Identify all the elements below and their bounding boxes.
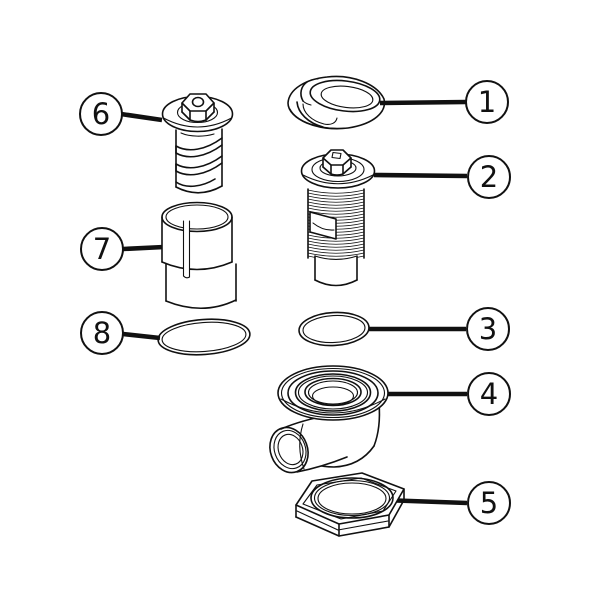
- callout-1-label: 1: [477, 84, 497, 119]
- part-5-hex-lock-nut-drawing: [295, 472, 405, 537]
- callout-8: 8: [80, 311, 124, 355]
- leader-line-6: [120, 111, 163, 123]
- part-1-dome-cap-drawing: [287, 75, 386, 130]
- callout-8-label: 8: [92, 315, 112, 350]
- leader-line-2: [373, 172, 468, 179]
- callout-6-label: 6: [91, 96, 111, 131]
- callout-4-label: 4: [479, 376, 499, 411]
- callout-7: 7: [80, 227, 124, 271]
- leader-line-8: [122, 331, 161, 341]
- callout-6: 6: [79, 92, 123, 136]
- part-8-o-ring-drawing: [157, 318, 251, 356]
- callout-3: 3: [466, 307, 510, 351]
- callout-5: 5: [467, 481, 511, 525]
- leader-line-1: [379, 99, 467, 106]
- part-7-sleeve-drawing: [161, 201, 237, 310]
- part-4-elbow-drain-body-drawing: [269, 365, 389, 474]
- callout-2-label: 2: [479, 159, 499, 194]
- callout-4: 4: [467, 372, 511, 416]
- callout-5-label: 5: [479, 485, 499, 520]
- callout-2: 2: [467, 155, 511, 199]
- callout-1: 1: [465, 80, 509, 124]
- part-2-threaded-valve-body-drawing: [300, 149, 376, 287]
- part-3-o-ring-drawing: [298, 311, 370, 347]
- part-6-flanged-screw-drawing: [161, 93, 234, 194]
- leader-line-7: [122, 244, 165, 252]
- callout-7-label: 7: [92, 231, 112, 266]
- callout-3-label: 3: [478, 311, 498, 346]
